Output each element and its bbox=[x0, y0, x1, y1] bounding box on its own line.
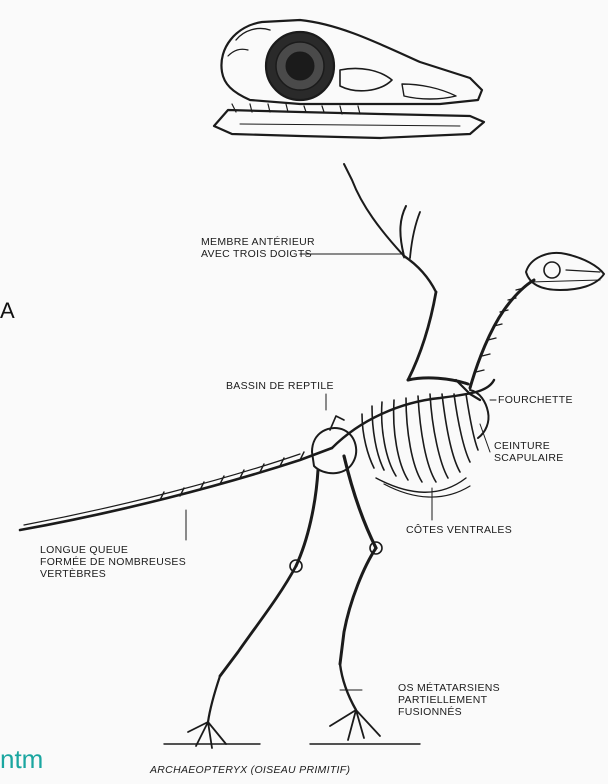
label-membre-anterieur: MEMBRE ANTÉRIEUR AVEC TROIS DOIGTS bbox=[201, 236, 315, 260]
label-cotes-ventrales: CÔTES VENTRALES bbox=[406, 524, 512, 536]
label-line: MEMBRE ANTÉRIEUR bbox=[201, 236, 315, 248]
label-line: LONGUE QUEUE bbox=[40, 544, 186, 556]
label-line: FUSIONNÉS bbox=[398, 706, 500, 718]
label-line: AVEC TROIS DOIGTS bbox=[201, 248, 315, 260]
skull-illustration bbox=[214, 20, 484, 138]
label-fourchette: FOURCHETTE bbox=[498, 394, 573, 406]
label-ceinture-scapulaire: CEINTURE SCAPULAIRE bbox=[494, 440, 564, 464]
diagram-caption: ARCHAEOPTERYX (OISEAU PRIMITIF) bbox=[150, 764, 350, 776]
edge-link-fragment[interactable]: ntm bbox=[0, 744, 43, 774]
label-line: CEINTURE bbox=[494, 440, 564, 452]
label-bassin-de-reptile: BASSIN DE REPTILE bbox=[226, 380, 334, 392]
label-longue-queue: LONGUE QUEUE FORMÉE DE NOMBREUSES VERTÈB… bbox=[40, 544, 186, 580]
label-line: SCAPULAIRE bbox=[494, 452, 564, 464]
label-line: FORMÉE DE NOMBREUSES bbox=[40, 556, 186, 568]
label-line: CÔTES VENTRALES bbox=[406, 524, 512, 536]
edge-glyph-left: A bbox=[0, 298, 15, 324]
label-line: FOURCHETTE bbox=[498, 394, 573, 406]
label-os-metatarsiens: OS MÉTATARSIENS PARTIELLEMENT FUSIONNÉS bbox=[398, 682, 500, 718]
caption-text: ARCHAEOPTERYX (OISEAU PRIMITIF) bbox=[150, 764, 350, 776]
label-line: VERTÈBRES bbox=[40, 568, 186, 580]
label-line: OS MÉTATARSIENS bbox=[398, 682, 500, 694]
label-line: PARTIELLEMENT bbox=[398, 694, 500, 706]
label-line: BASSIN DE REPTILE bbox=[226, 380, 334, 392]
